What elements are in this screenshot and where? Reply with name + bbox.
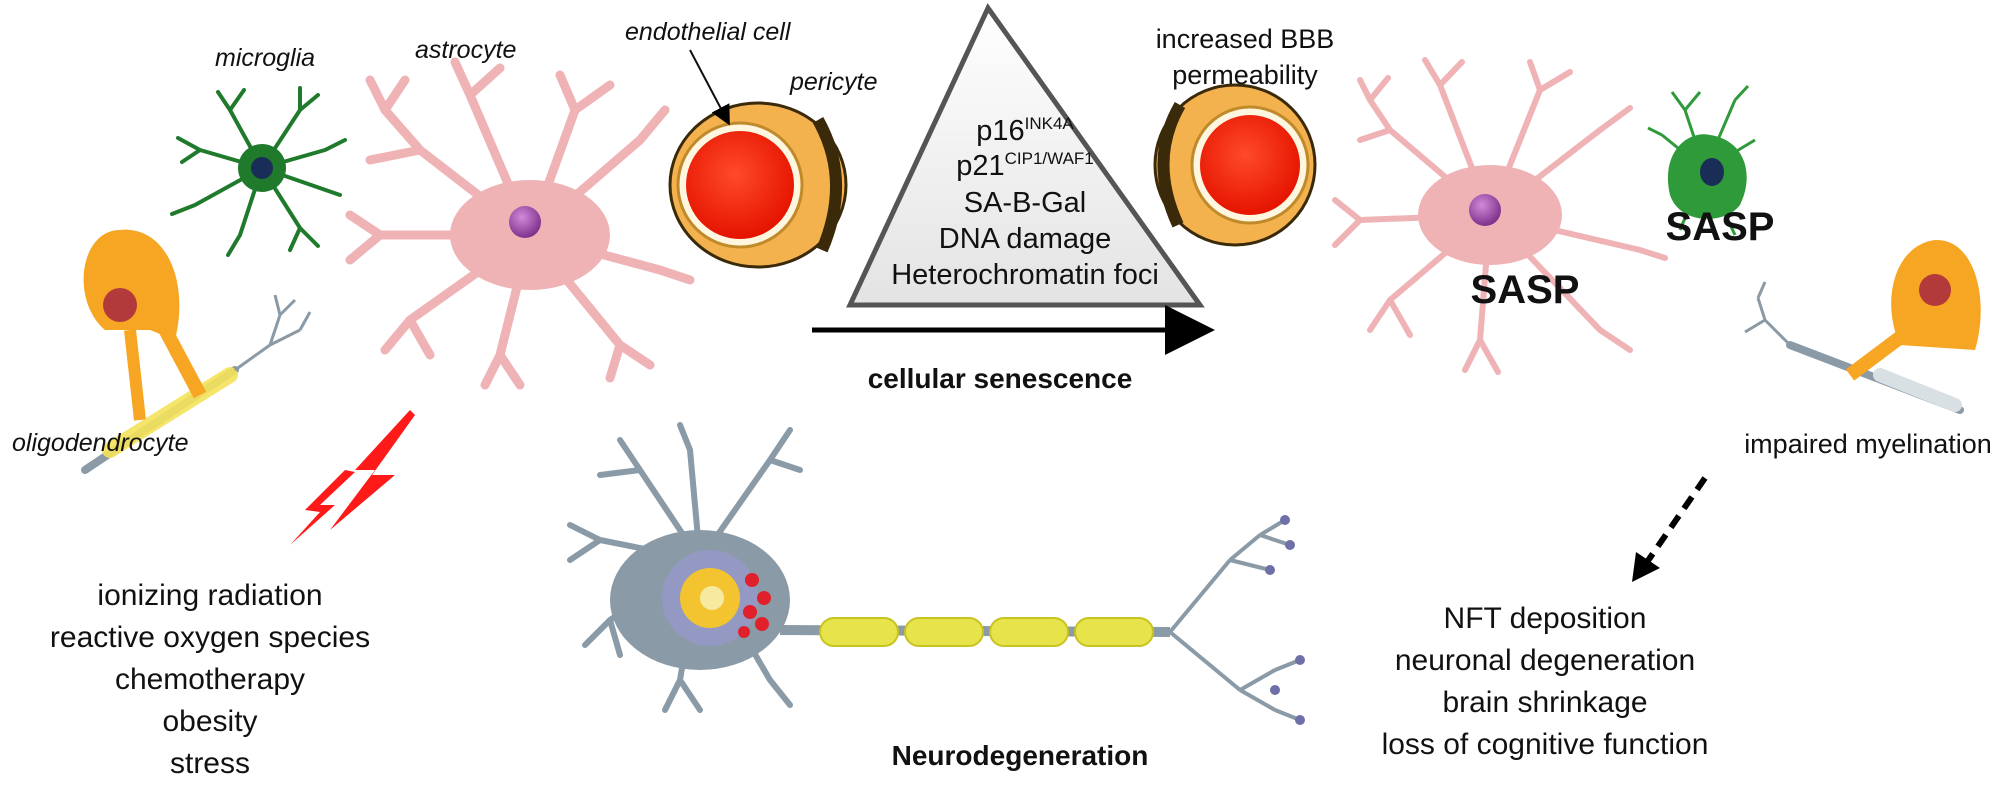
marker-heterochromatin: Heterochromatin foci [891,259,1159,291]
marker-p16-superscript: INK4A [1025,114,1075,133]
endothelial-cell-label: endothelial cell [625,18,792,46]
bbb-label-line1: increased BBB [1156,24,1335,54]
cause-item: stress [170,747,250,780]
marker-p21: p21 [956,150,1004,182]
oligodendrocyte-label: oligodendrocyte [12,429,189,457]
senescent-oligodendrocyte-cell [1744,239,1981,414]
blood-vessel-left [668,101,848,269]
lightning-bolt-icon [330,410,415,530]
causes-list: ionizing radiation reactive oxygen speci… [50,579,370,780]
cellular-senescence-label: cellular senescence [868,363,1133,394]
marker-p21-superscript: CIP1/WAF1 [1005,149,1094,168]
outcome-item: neuronal degeneration [1395,644,1695,677]
cause-item: reactive oxygen species [50,621,370,654]
outcome-item: brain shrinkage [1442,686,1647,719]
senescent-microglia-cell [1647,84,1756,236]
marker-p16: p16 [976,115,1024,147]
cause-item: ionizing radiation [97,579,322,612]
cause-item: obesity [162,705,257,738]
microglia-cell [170,86,347,257]
svg-text:p16INK4A: p16INK4A [976,114,1074,147]
neurodegeneration-label: Neurodegeneration [892,740,1149,771]
blood-vessel-right [1153,83,1317,247]
svg-text:p21CIP1/WAF1: p21CIP1/WAF1 [956,149,1094,182]
impaired-myelination-label: impaired myelination [1744,429,1992,459]
senescent-astrocyte-cell [1332,57,1668,375]
senescence-markers-triangle: p16INK4A p21CIP1/WAF1 SA-B-Gal DNA damag… [846,3,1205,308]
lightning-bolt-small-icon [290,470,355,545]
microglia-label: microglia [215,44,315,72]
dashed-arrow-head [1632,552,1660,582]
oligodendrocyte-cell [81,229,312,474]
astrocyte-label: astrocyte [415,36,516,64]
marker-dna-damage: DNA damage [939,223,1112,255]
pericyte-label: pericyte [789,68,878,96]
dashed-arrow [1642,476,1708,567]
sasp-astrocyte-label: SASP [1471,268,1580,312]
marker-sa-b-gal: SA-B-Gal [964,187,1086,219]
outcomes-list: NFT deposition neuronal degeneration bra… [1382,602,1709,761]
sasp-microglia-label: SASP [1666,205,1775,249]
neuron-cell [567,422,1305,725]
cause-item: chemotherapy [115,663,305,696]
outcome-item: loss of cognitive function [1382,728,1709,761]
astrocyte-cell [345,57,695,390]
outcome-item: NFT deposition [1444,602,1647,635]
endothelial-pointer-arrow [689,49,730,126]
